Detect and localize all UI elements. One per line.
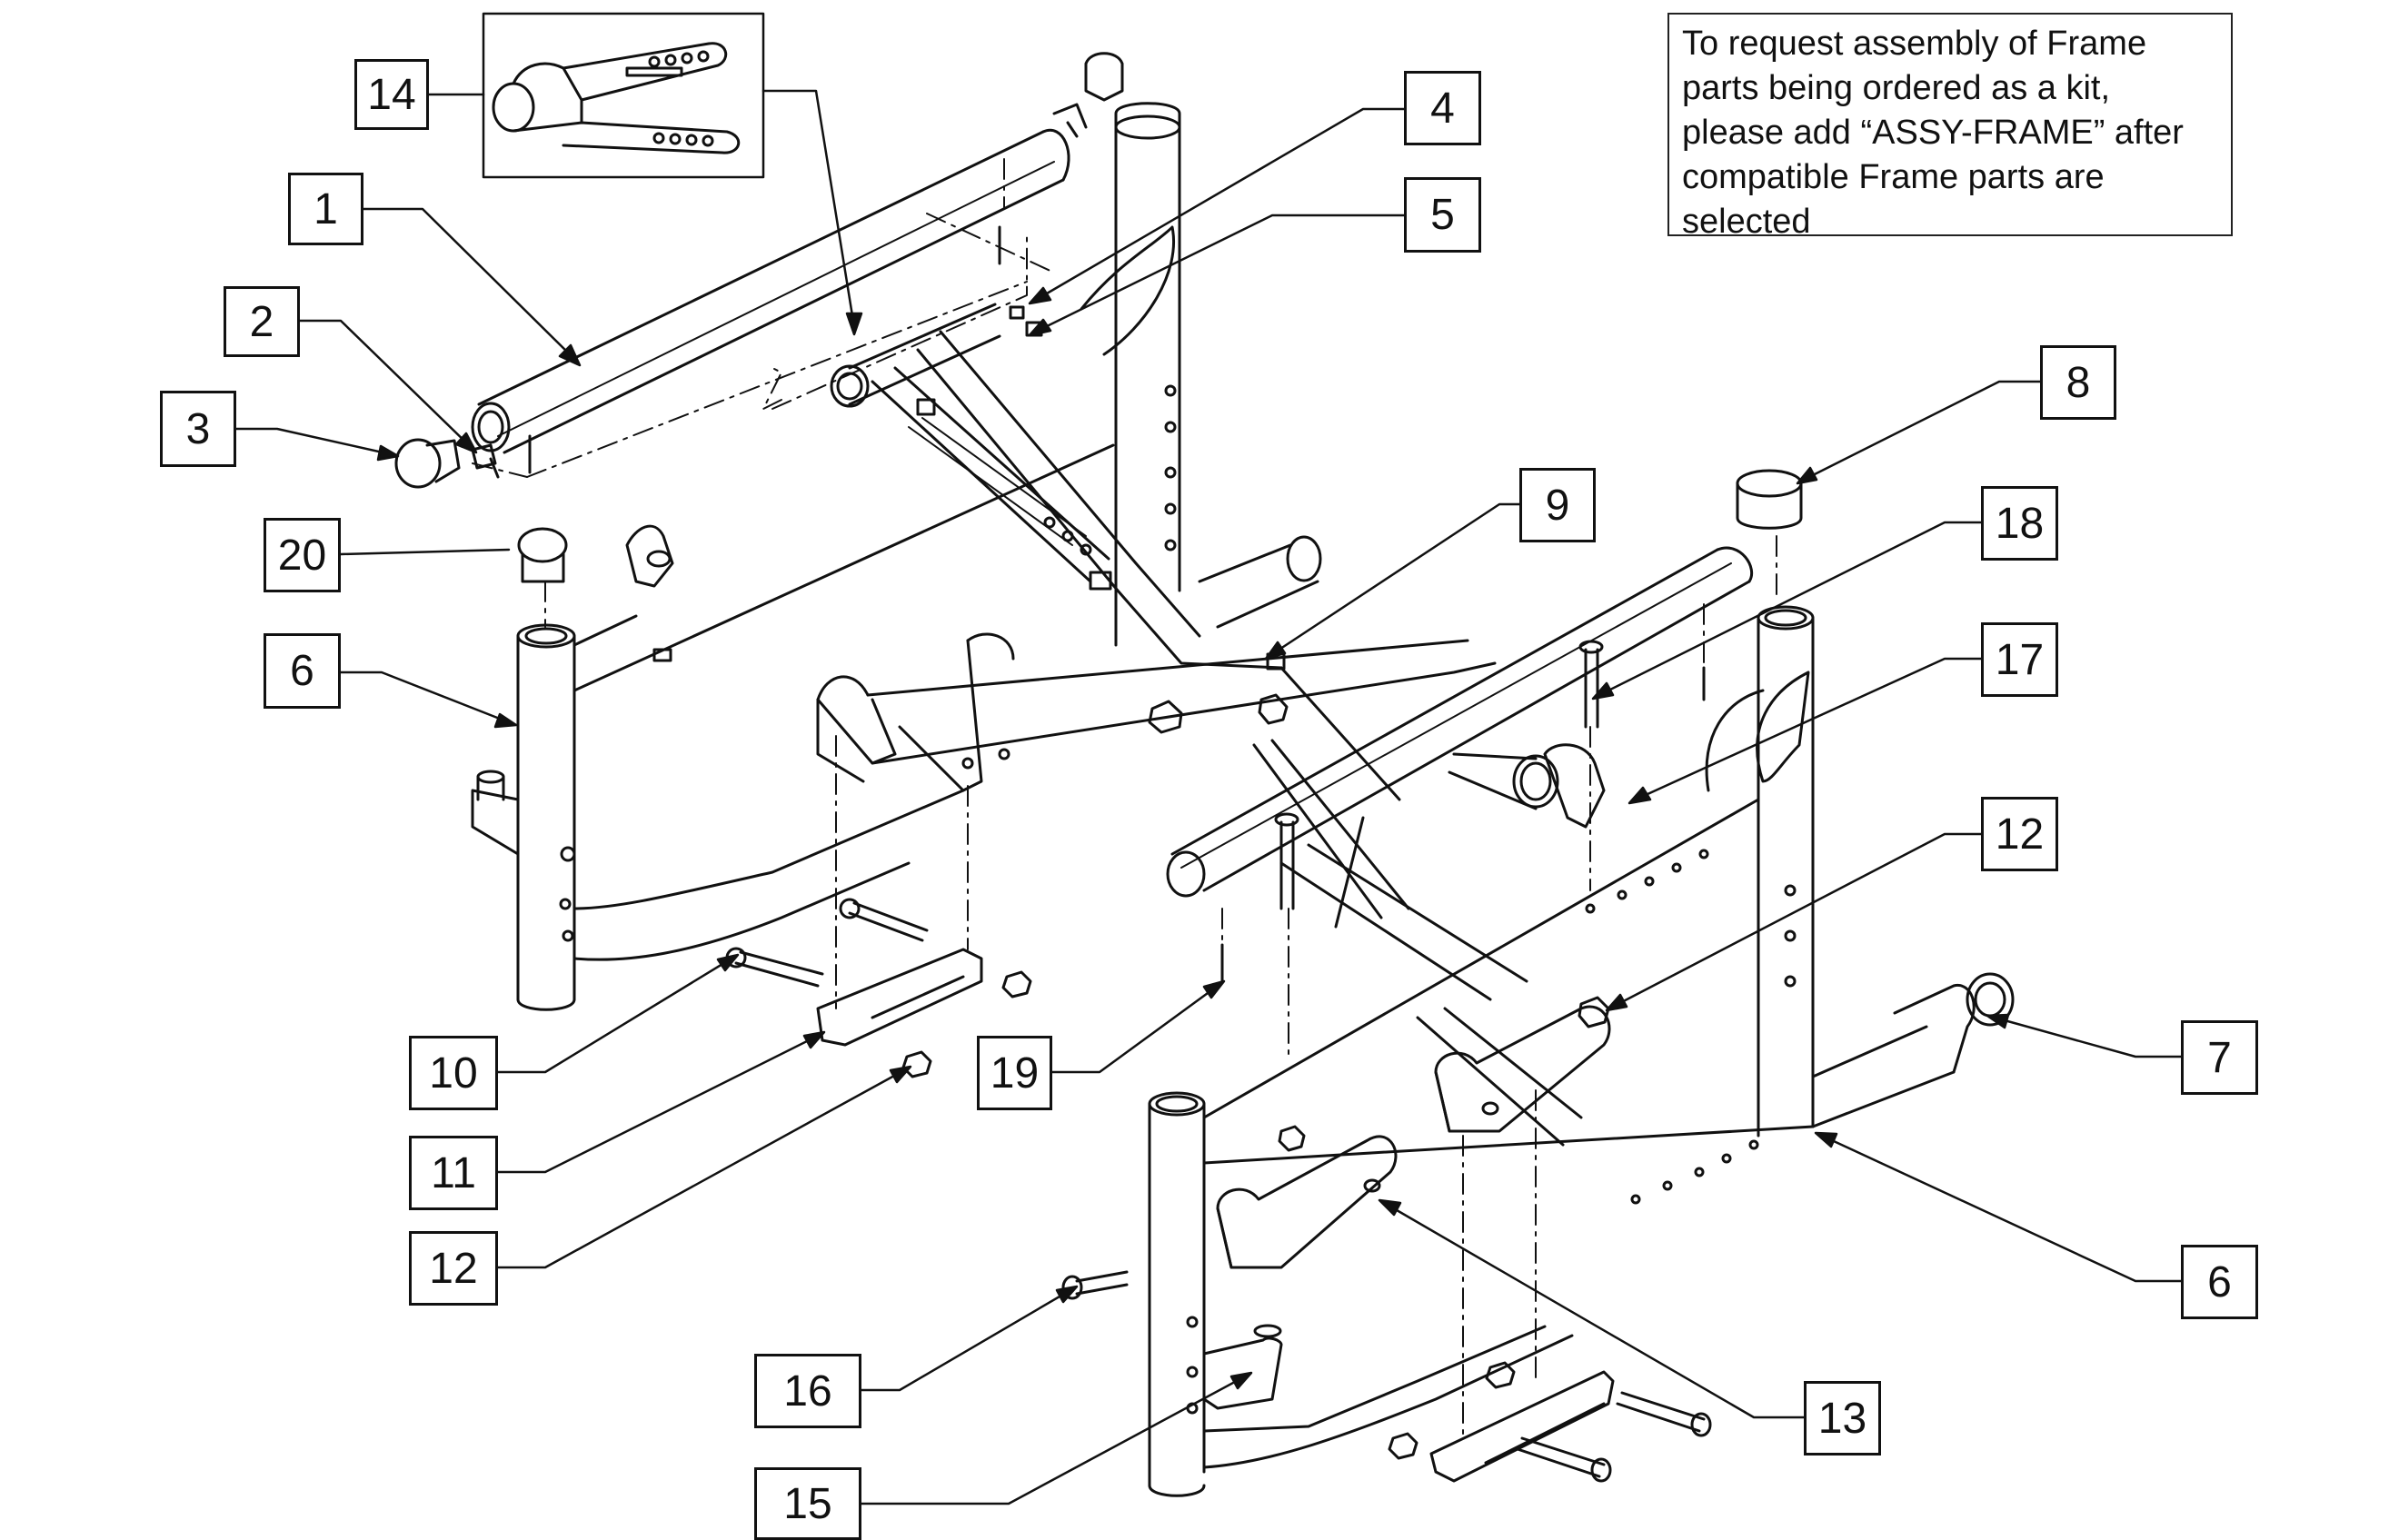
part-14-detail-inset bbox=[482, 12, 765, 179]
callout-1: 1 bbox=[288, 173, 363, 245]
callout-12-right: 12 bbox=[1981, 797, 2058, 871]
front-right-post bbox=[1148, 1091, 1574, 1497]
callout-20: 20 bbox=[264, 518, 341, 592]
calf-pads bbox=[1216, 1005, 1611, 1269]
callout-9: 9 bbox=[1519, 468, 1596, 542]
clamp-brackets bbox=[816, 948, 1615, 1483]
rear-left-post bbox=[1080, 102, 1181, 647]
note-line: please add “ASSY-FRAME” after bbox=[1682, 114, 2184, 152]
note-line: selected bbox=[1682, 203, 1811, 241]
note-line: compatible Frame parts are bbox=[1682, 158, 2105, 196]
callout-2: 2 bbox=[224, 286, 300, 357]
callout-10: 10 bbox=[409, 1036, 498, 1110]
x-brace-arm-right bbox=[1279, 743, 1606, 1147]
top-seat-rail-left bbox=[471, 128, 1070, 454]
callout-12-left: 12 bbox=[409, 1231, 498, 1306]
callout-18: 18 bbox=[1981, 486, 2058, 561]
callout-16: 16 bbox=[754, 1354, 861, 1428]
callout-7: 7 bbox=[2181, 1020, 2258, 1095]
callout-17: 17 bbox=[1981, 622, 2058, 697]
callout-4: 4 bbox=[1404, 71, 1481, 145]
callout-6-right: 6 bbox=[2181, 1245, 2258, 1319]
leader-lines bbox=[230, 89, 2183, 1505]
assembly-note: To request assembly of Frame parts being… bbox=[1667, 13, 2233, 241]
note-line: To request assembly of Frame bbox=[1682, 25, 2147, 63]
callout-13: 13 bbox=[1804, 1381, 1881, 1456]
side-frame-left bbox=[471, 443, 1115, 1011]
side-frame-right bbox=[1202, 605, 1976, 1205]
cross-tube-upper bbox=[1198, 535, 1322, 629]
assembly-lines bbox=[472, 158, 1777, 1436]
x-brace-arm-left bbox=[830, 303, 1283, 670]
seat-rail-lower-left bbox=[816, 632, 1497, 919]
callout-19: 19 bbox=[977, 1036, 1052, 1110]
callout-11: 11 bbox=[409, 1136, 498, 1210]
callout-8: 8 bbox=[2040, 345, 2116, 420]
note-line: parts being ordered as a kit, bbox=[1682, 69, 2111, 107]
callout-14: 14 bbox=[354, 59, 429, 130]
callout-6-left: 6 bbox=[264, 633, 341, 709]
callout-5: 5 bbox=[1404, 177, 1481, 253]
callout-15: 15 bbox=[754, 1467, 861, 1540]
callout-3: 3 bbox=[160, 391, 236, 467]
top-seat-rail-right bbox=[1166, 546, 1754, 898]
